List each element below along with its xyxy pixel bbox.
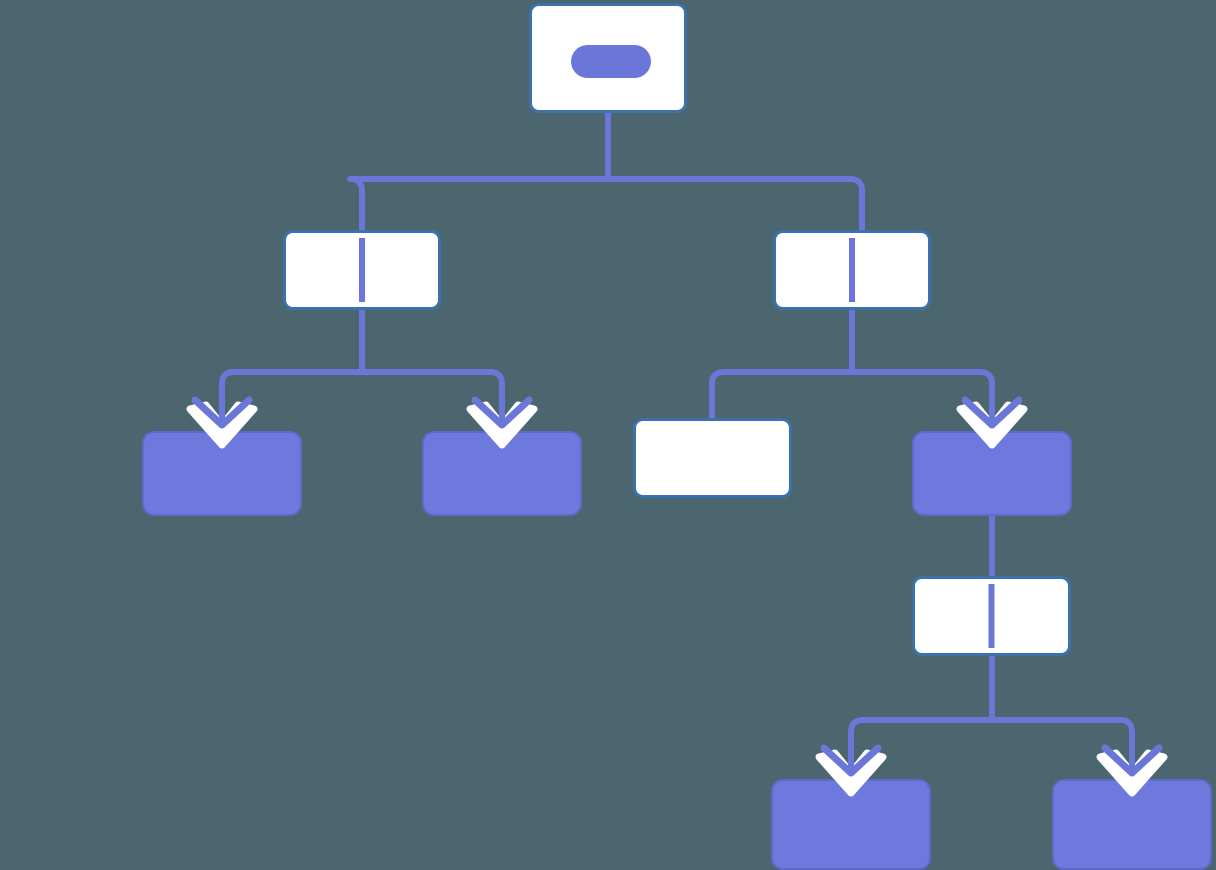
edge-path: [347, 176, 608, 230]
node-n5[interactable]: [633, 418, 792, 498]
edge-path: [852, 369, 995, 431]
node-n8[interactable]: [771, 779, 931, 870]
edge-path: [219, 369, 362, 431]
node-n7[interactable]: [912, 576, 1071, 656]
edge-path: [848, 717, 992, 779]
node-n4[interactable]: [422, 431, 582, 516]
node-n2[interactable]: [773, 230, 931, 310]
arrowhead-purple-chevron: [820, 744, 882, 777]
arrowhead-purple-chevron: [1101, 744, 1163, 777]
arrowhead-purple-chevron: [961, 396, 1023, 429]
node-n9[interactable]: [1052, 779, 1212, 870]
edge-path: [709, 369, 852, 418]
arrowhead-purple-chevron: [471, 396, 533, 429]
node-n3[interactable]: [142, 431, 302, 516]
node-n6[interactable]: [912, 431, 1072, 516]
edge-path: [608, 176, 865, 230]
edge-path: [992, 717, 1135, 779]
root-node-badge: [571, 45, 651, 78]
node-n1[interactable]: [283, 230, 441, 310]
node-n0[interactable]: [529, 3, 687, 113]
edge-path: [362, 369, 505, 431]
arrowhead-purple-chevron: [191, 396, 253, 429]
